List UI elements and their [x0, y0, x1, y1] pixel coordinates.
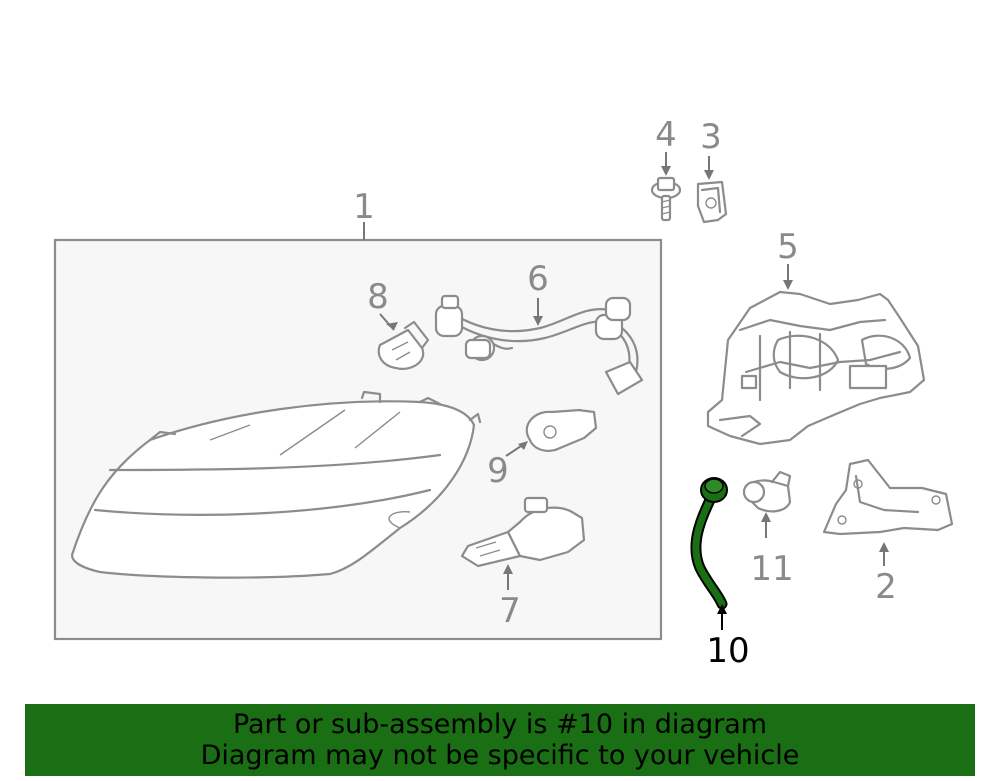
callout-7[interactable]: 7 [499, 591, 521, 631]
bracket-2 [822, 458, 954, 536]
banner-line-1: Part or sub-assembly is #10 in diagram [232, 709, 768, 740]
housing-bracket-5 [706, 290, 926, 446]
bulb-8 [377, 320, 430, 370]
clip-3 [696, 180, 728, 224]
info-banner: Part or sub-assembly is #10 in diagram D… [25, 704, 975, 776]
callout-4[interactable]: 4 [655, 115, 677, 155]
callout-8[interactable]: 8 [367, 277, 389, 317]
headlamp-housing [70, 390, 482, 579]
grommet-11 [742, 470, 792, 513]
callout-5[interactable]: 5 [777, 227, 799, 267]
banner-line-2: Diagram may not be specific to your vehi… [200, 740, 800, 771]
bolt-4 [650, 176, 682, 222]
callout-2[interactable]: 2 [875, 567, 897, 607]
callout-9[interactable]: 9 [487, 451, 509, 491]
callout-10[interactable]: 10 [706, 631, 749, 671]
callout-3[interactable]: 3 [700, 117, 722, 157]
wiring-pigtail-10[interactable] [690, 477, 728, 610]
callout-11[interactable]: 11 [750, 549, 793, 589]
callout-6[interactable]: 6 [527, 259, 549, 299]
socket-harness-6 [434, 294, 644, 396]
bulb-7 [460, 496, 586, 568]
callout-1[interactable]: 1 [353, 187, 375, 227]
bulb-9 [525, 408, 598, 452]
